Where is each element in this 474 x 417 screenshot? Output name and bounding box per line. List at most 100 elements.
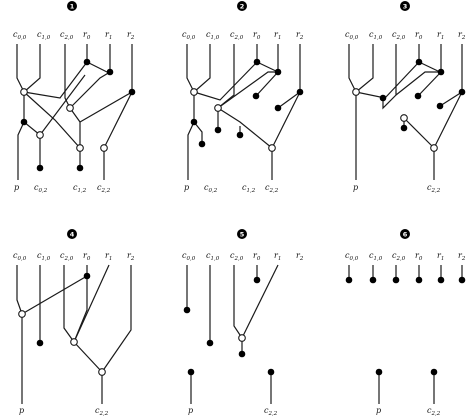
merge-node — [352, 88, 360, 96]
panel-4-bottom-labels: p c2,2 — [19, 406, 109, 417]
wire — [271, 91, 301, 149]
label-r0: r0 — [253, 30, 261, 41]
panel-3-badge — [400, 1, 410, 11]
discard-node — [206, 339, 214, 347]
discard-node — [436, 102, 444, 110]
discard-node — [198, 140, 206, 148]
label-c10: c1,0 — [206, 251, 220, 262]
label-c20: c2,0 — [60, 251, 74, 262]
label-c22: c2,2 — [427, 406, 441, 417]
label-c12: c1,2 — [73, 183, 87, 194]
label-c12: c1,2 — [242, 183, 256, 194]
wire — [217, 107, 273, 149]
label-r2: r2 — [458, 251, 466, 262]
discard-node — [415, 276, 423, 284]
label-c20: c2,0 — [392, 251, 406, 262]
wire — [233, 265, 243, 339]
copy-node — [106, 68, 114, 76]
copy-node — [128, 88, 136, 96]
wire — [277, 91, 301, 109]
wire — [256, 61, 279, 73]
label-c10: c1,0 — [369, 251, 383, 262]
label-p: p — [14, 183, 19, 192]
label-r0: r0 — [83, 30, 91, 41]
panel-6-wires — [348, 265, 463, 404]
wire — [417, 71, 442, 97]
panel-6-badge — [400, 229, 410, 239]
panel-3-number: 3 — [403, 2, 408, 10]
discard-node — [274, 104, 282, 112]
label-r0: r0 — [415, 30, 423, 41]
wire — [73, 341, 103, 373]
copy-node — [83, 272, 91, 280]
merge-node — [70, 338, 78, 346]
merge-node — [98, 368, 106, 376]
label-c02: c0,2 — [204, 183, 218, 194]
label-c22: c2,2 — [427, 183, 441, 194]
wire — [348, 44, 357, 93]
wire — [63, 265, 75, 343]
wire — [193, 61, 258, 101]
discard-node — [379, 94, 387, 102]
label-p: p — [376, 406, 381, 415]
label-c00: c0,0 — [345, 251, 359, 262]
wire — [217, 71, 278, 109]
wire — [23, 91, 81, 149]
panel-2-badge — [237, 1, 247, 11]
wire — [255, 71, 279, 97]
wire — [16, 265, 23, 315]
label-p: p — [353, 183, 358, 192]
label-c22: c2,2 — [265, 183, 279, 194]
panel-3-nodes — [352, 58, 466, 152]
wire — [69, 71, 111, 109]
wire — [418, 61, 441, 73]
merge-node — [190, 88, 198, 96]
unit-node — [187, 368, 195, 376]
panel-4-number: 4 — [70, 230, 75, 238]
unit-node — [430, 368, 438, 376]
panel-6-number: 6 — [403, 230, 408, 238]
label-c22: c2,2 — [97, 183, 111, 194]
discard-node — [36, 339, 44, 347]
discard-node — [369, 276, 377, 284]
label-c22: c2,2 — [95, 406, 109, 417]
panel-2-top-labels: c0,0 c1,0 c2,0 r0 r1 r2 — [182, 30, 304, 41]
wire — [73, 264, 110, 343]
wire — [101, 265, 132, 373]
panel-5-top-labels: c0,0 c1,0 c2,0 r0 r1 r2 — [182, 251, 304, 262]
merge-node — [66, 104, 74, 112]
panel-1-badge — [67, 1, 77, 11]
wire — [355, 44, 374, 93]
merge-node — [238, 334, 246, 342]
panel-5-bottom-labels: p c2,2 — [188, 406, 278, 417]
discard-node — [214, 126, 222, 134]
label-p: p — [184, 183, 189, 192]
wire — [355, 61, 420, 99]
label-c00: c0,0 — [13, 30, 27, 41]
panel-1: 1 c0,0 c1,0 c2,0 r0 r1 r2 — [13, 1, 136, 194]
panel-1-wires — [16, 44, 133, 180]
label-c02: c0,2 — [34, 183, 48, 194]
wire — [86, 61, 108, 73]
panel-4-nodes — [18, 272, 106, 376]
wire — [187, 121, 195, 180]
label-c20: c2,0 — [230, 30, 244, 41]
discard-node — [414, 92, 422, 100]
label-r2: r2 — [127, 30, 135, 41]
panel-5-number: 5 — [240, 230, 245, 238]
discard-node — [458, 276, 466, 284]
panel-4: 4 c0,0 c1,0 c2,0 r0 r1 r2 — [13, 229, 135, 417]
label-c22: c2,2 — [264, 406, 278, 417]
wire — [79, 91, 133, 123]
wire — [395, 71, 440, 96]
label-r1: r1 — [437, 30, 444, 41]
discard-node — [437, 276, 445, 284]
merge-node — [36, 131, 44, 139]
discard-node — [345, 276, 353, 284]
discard-node — [236, 131, 244, 139]
panel-2-nodes — [190, 58, 304, 152]
merge-node — [20, 88, 28, 96]
label-r1: r1 — [105, 251, 112, 262]
copy-node — [415, 58, 423, 66]
panel-3-bottom-labels: p c2,2 — [353, 183, 441, 194]
